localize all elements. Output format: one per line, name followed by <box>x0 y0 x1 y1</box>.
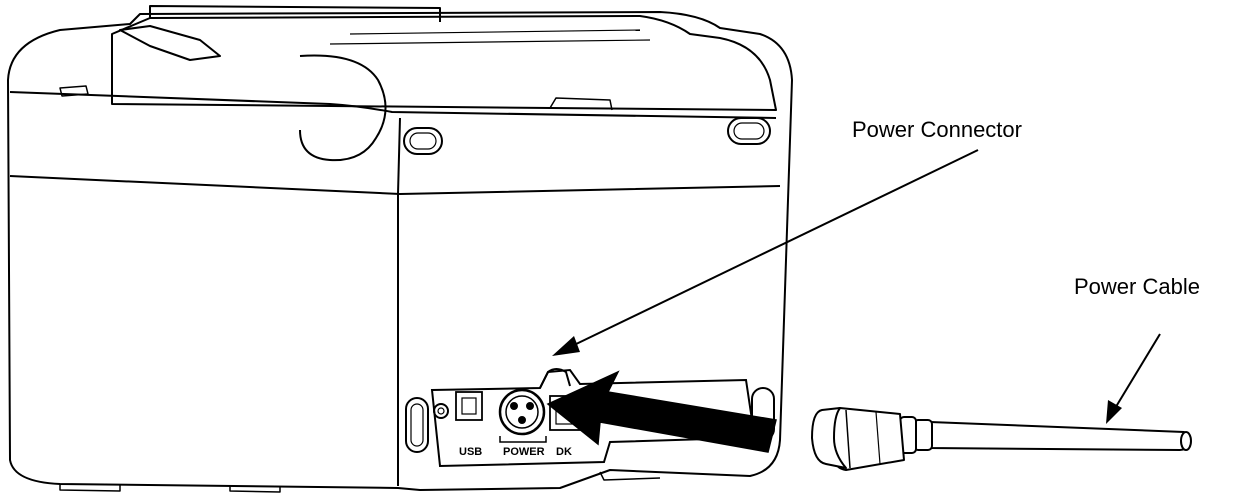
cable-leader-arrowhead <box>1106 400 1122 424</box>
power-connector-label: Power Connector <box>852 117 1022 142</box>
plug-nose <box>811 407 847 469</box>
side-slot-right <box>727 117 771 145</box>
usb-port-label: USB <box>459 446 482 458</box>
middle-seam <box>9 175 781 195</box>
dk-port-label: DK <box>556 446 572 458</box>
usb-port <box>455 391 483 421</box>
latch-hook <box>539 368 571 389</box>
printer-body-outline <box>7 11 793 491</box>
power-port-label: POWER <box>503 446 545 458</box>
cable-wire <box>927 421 1192 451</box>
lid-handle <box>149 5 441 22</box>
power-cable <box>811 407 1192 471</box>
corner-edge <box>397 117 401 486</box>
power-port <box>498 388 546 436</box>
insertion-arrow <box>546 370 777 453</box>
hinge-cylinder <box>299 54 387 162</box>
power-cable-label: Power Cable <box>1074 274 1200 299</box>
rear-port-panel <box>405 368 775 468</box>
screw <box>433 403 449 419</box>
connector-leader-arrowhead <box>552 336 580 356</box>
pill-hole-left <box>405 397 429 453</box>
cable-leader <box>1106 333 1161 424</box>
top-lid <box>111 15 777 111</box>
connector-leader <box>552 149 979 356</box>
lid-tab <box>119 25 221 61</box>
printer <box>7 5 793 493</box>
upper-band <box>9 91 777 119</box>
side-slot-left <box>403 127 443 155</box>
